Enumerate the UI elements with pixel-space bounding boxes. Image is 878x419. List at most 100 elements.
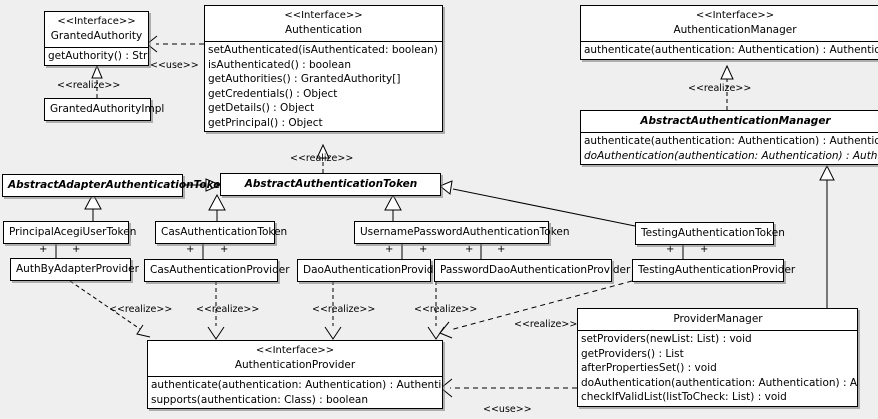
class-provider-manager[interactable]: ProviderManager setProviders(newList: Li… <box>577 308 858 407</box>
edge-label-realize-provider-4: <<realize>> <box>414 304 478 315</box>
edge-label-realize-provider-1: <<realize>> <box>109 304 173 315</box>
class-name: TestingAuthenticationToken <box>641 227 785 239</box>
class-cas-authentication-provider[interactable]: CasAuthenticationProvider <box>144 259 290 282</box>
stereotype-label: <<Interface>> <box>57 16 136 27</box>
edge-label-realize-authentication-token: <<realize>> <box>290 153 354 164</box>
class-header: DaoAuthenticationProvider <box>298 260 445 281</box>
class-name: Authentication <box>284 24 363 36</box>
operation: setProviders(newList: List) : void <box>581 333 752 345</box>
operation: getCredentials() : Object <box>208 87 338 100</box>
stereotype-label: <<Interface>> <box>284 10 363 21</box>
operation: checkIfValidList(listToCheck: List) : vo… <box>581 391 787 403</box>
class-name: ProviderManager <box>673 313 763 325</box>
operation: getProviders() : List <box>581 347 684 360</box>
class-abstract-authentication-manager[interactable]: AbstractAuthenticationManager authentica… <box>580 110 878 165</box>
operations-compartment: authenticate(authentication: Authenticat… <box>581 42 878 59</box>
class-name: TestingAuthenticationProvider <box>638 264 796 276</box>
edge-use-grantedauthority <box>146 35 204 53</box>
compartment-divider <box>581 41 878 42</box>
compartment-divider <box>205 41 442 42</box>
class-password-dao-authentication-provider[interactable]: PasswordDaoAuthenticationProvider <box>434 259 631 282</box>
edge-label-realize-provider-manager: <<realize>> <box>514 319 578 330</box>
operation: setAuthenticated(isAuthenticated: boolea… <box>208 44 442 56</box>
operation: getAuthority() : String <box>48 50 148 62</box>
class-header: CasAuthenticationProvider <box>145 260 290 281</box>
edge-generalize-providermanager <box>819 164 835 308</box>
edge-generalize-usernamepasswordauthenticationtoken <box>384 193 402 221</box>
operation: getAuthorities() : GrantedAuthority[] <box>208 73 401 85</box>
operations-compartment: authenticate(authentication: Authenticat… <box>581 133 878 164</box>
class-header: <<Interface>> Authentication <box>205 6 442 41</box>
class-header: AbstractAuthenticationToken <box>221 174 440 195</box>
class-name: DaoAuthenticationProvider <box>303 264 445 276</box>
edge-label-realize-granted-authority-impl: <<realize>> <box>57 80 121 91</box>
class-name: PrincipalAcegiUserToken <box>9 226 137 238</box>
class-cas-authentication-token[interactable]: CasAuthenticationToken <box>155 221 288 244</box>
class-header: GrantedAuthorityImpl <box>45 99 165 120</box>
class-auth-by-adapter-provider[interactable]: AuthByAdapterProvider <box>10 258 139 281</box>
operations-compartment: authenticate(authentication: Authenticat… <box>148 377 442 408</box>
class-granted-authority-impl[interactable]: GrantedAuthorityImpl <box>44 98 165 121</box>
edge-label-realize-provider-2: <<realize>> <box>196 304 260 315</box>
class-abstract-authentication-token[interactable]: AbstractAuthenticationToken <box>220 173 441 196</box>
edge-use-providermanager <box>440 378 577 398</box>
class-authentication-manager[interactable]: <<Interface>> AuthenticationManager auth… <box>580 5 878 60</box>
class-name: GrantedAuthorityImpl <box>50 103 165 115</box>
class-authentication[interactable]: <<Interface>> Authentication setAuthenti… <box>204 5 443 132</box>
operation: getDetails() : Object <box>208 102 315 114</box>
operation: authenticate(authentication: Authenticat… <box>584 135 878 147</box>
association-plus-marker: + <box>497 244 506 255</box>
class-name: CasAuthenticationProvider <box>150 264 290 276</box>
class-header: TestingAuthenticationToken <box>636 223 785 244</box>
class-dao-authentication-provider[interactable]: DaoAuthenticationProvider <box>297 259 445 282</box>
class-principal-acegi-user-token[interactable]: PrincipalAcegiUserToken <box>3 221 137 244</box>
class-header: <<Interface>> AuthenticationManager <box>581 6 878 41</box>
class-abstract-adapter-authentication-token[interactable]: AbstractAdapterAuthenticationToken <box>2 174 228 197</box>
edge-generalize-casauthenticationtoken <box>208 193 226 221</box>
compartment-divider <box>581 132 878 133</box>
class-name: AuthenticationManager <box>673 24 797 36</box>
class-header: TestingAuthenticationProvider <box>633 260 796 281</box>
class-name: GrantedAuthority <box>50 30 143 42</box>
compartment-divider <box>45 47 148 48</box>
operation: getPrincipal() : Object <box>208 116 323 129</box>
operation: doAuthentication(authentication: Authent… <box>581 376 857 389</box>
operation: afterPropertiesSet() : void <box>581 362 717 374</box>
association-plus-marker: + <box>465 244 474 255</box>
class-granted-authority[interactable]: <<Interface>> GrantedAuthority getAuthor… <box>44 11 149 66</box>
class-header: AbstractAdapterAuthenticationToken <box>3 175 228 196</box>
edge-label-realize-provider-3: <<realize>> <box>312 304 376 315</box>
association-plus-marker: + <box>666 244 675 255</box>
operation: authenticate(authentication: Authenticat… <box>151 379 442 391</box>
stereotype-label: <<Interface>> <box>255 345 335 356</box>
class-testing-authentication-provider[interactable]: TestingAuthenticationProvider <box>632 259 796 282</box>
operations-compartment: setAuthenticated(isAuthenticated: boolea… <box>205 42 442 131</box>
association-plus-marker: + <box>419 244 428 255</box>
compartment-divider <box>148 376 442 377</box>
class-name: AuthByAdapterProvider <box>16 263 139 275</box>
class-testing-authentication-token[interactable]: TestingAuthenticationToken <box>635 222 785 245</box>
class-header: ProviderManager <box>578 309 857 330</box>
class-name: AbstractAuthenticationManager <box>640 115 831 127</box>
association-plus-marker: + <box>39 244 48 255</box>
class-header: CasAuthenticationToken <box>156 222 288 243</box>
class-header: UsernamePasswordAuthenticationToken <box>355 222 570 243</box>
class-header: <<Interface>> GrantedAuthority <box>45 12 148 47</box>
compartment-divider <box>578 330 857 331</box>
edge-label-use-granted-authority: <<use>> <box>150 60 199 71</box>
operation: doAuthentication(authentication: Authent… <box>584 149 878 162</box>
association-plus-marker: + <box>385 244 394 255</box>
operations-compartment: getAuthority() : String <box>45 48 148 65</box>
class-name: CasAuthenticationToken <box>161 226 288 238</box>
stereotype-label: <<Interface>> <box>695 10 775 21</box>
operations-compartment: setProviders(newList: List) : void getPr… <box>578 331 857 406</box>
edge-generalize-principalacegiusertoken <box>84 192 102 221</box>
class-username-password-authentication-token[interactable]: UsernamePasswordAuthenticationToken <box>354 221 570 244</box>
class-header: <<Interface>> AuthenticationProvider <box>148 341 442 376</box>
class-name: PasswordDaoAuthenticationProvider <box>440 264 631 276</box>
class-authentication-provider[interactable]: <<Interface>> AuthenticationProvider aut… <box>147 340 443 409</box>
class-name: AbstractAdapterAuthenticationToken <box>8 179 228 191</box>
class-name: AbstractAuthenticationToken <box>244 178 418 190</box>
class-header: AuthByAdapterProvider <box>11 259 139 280</box>
